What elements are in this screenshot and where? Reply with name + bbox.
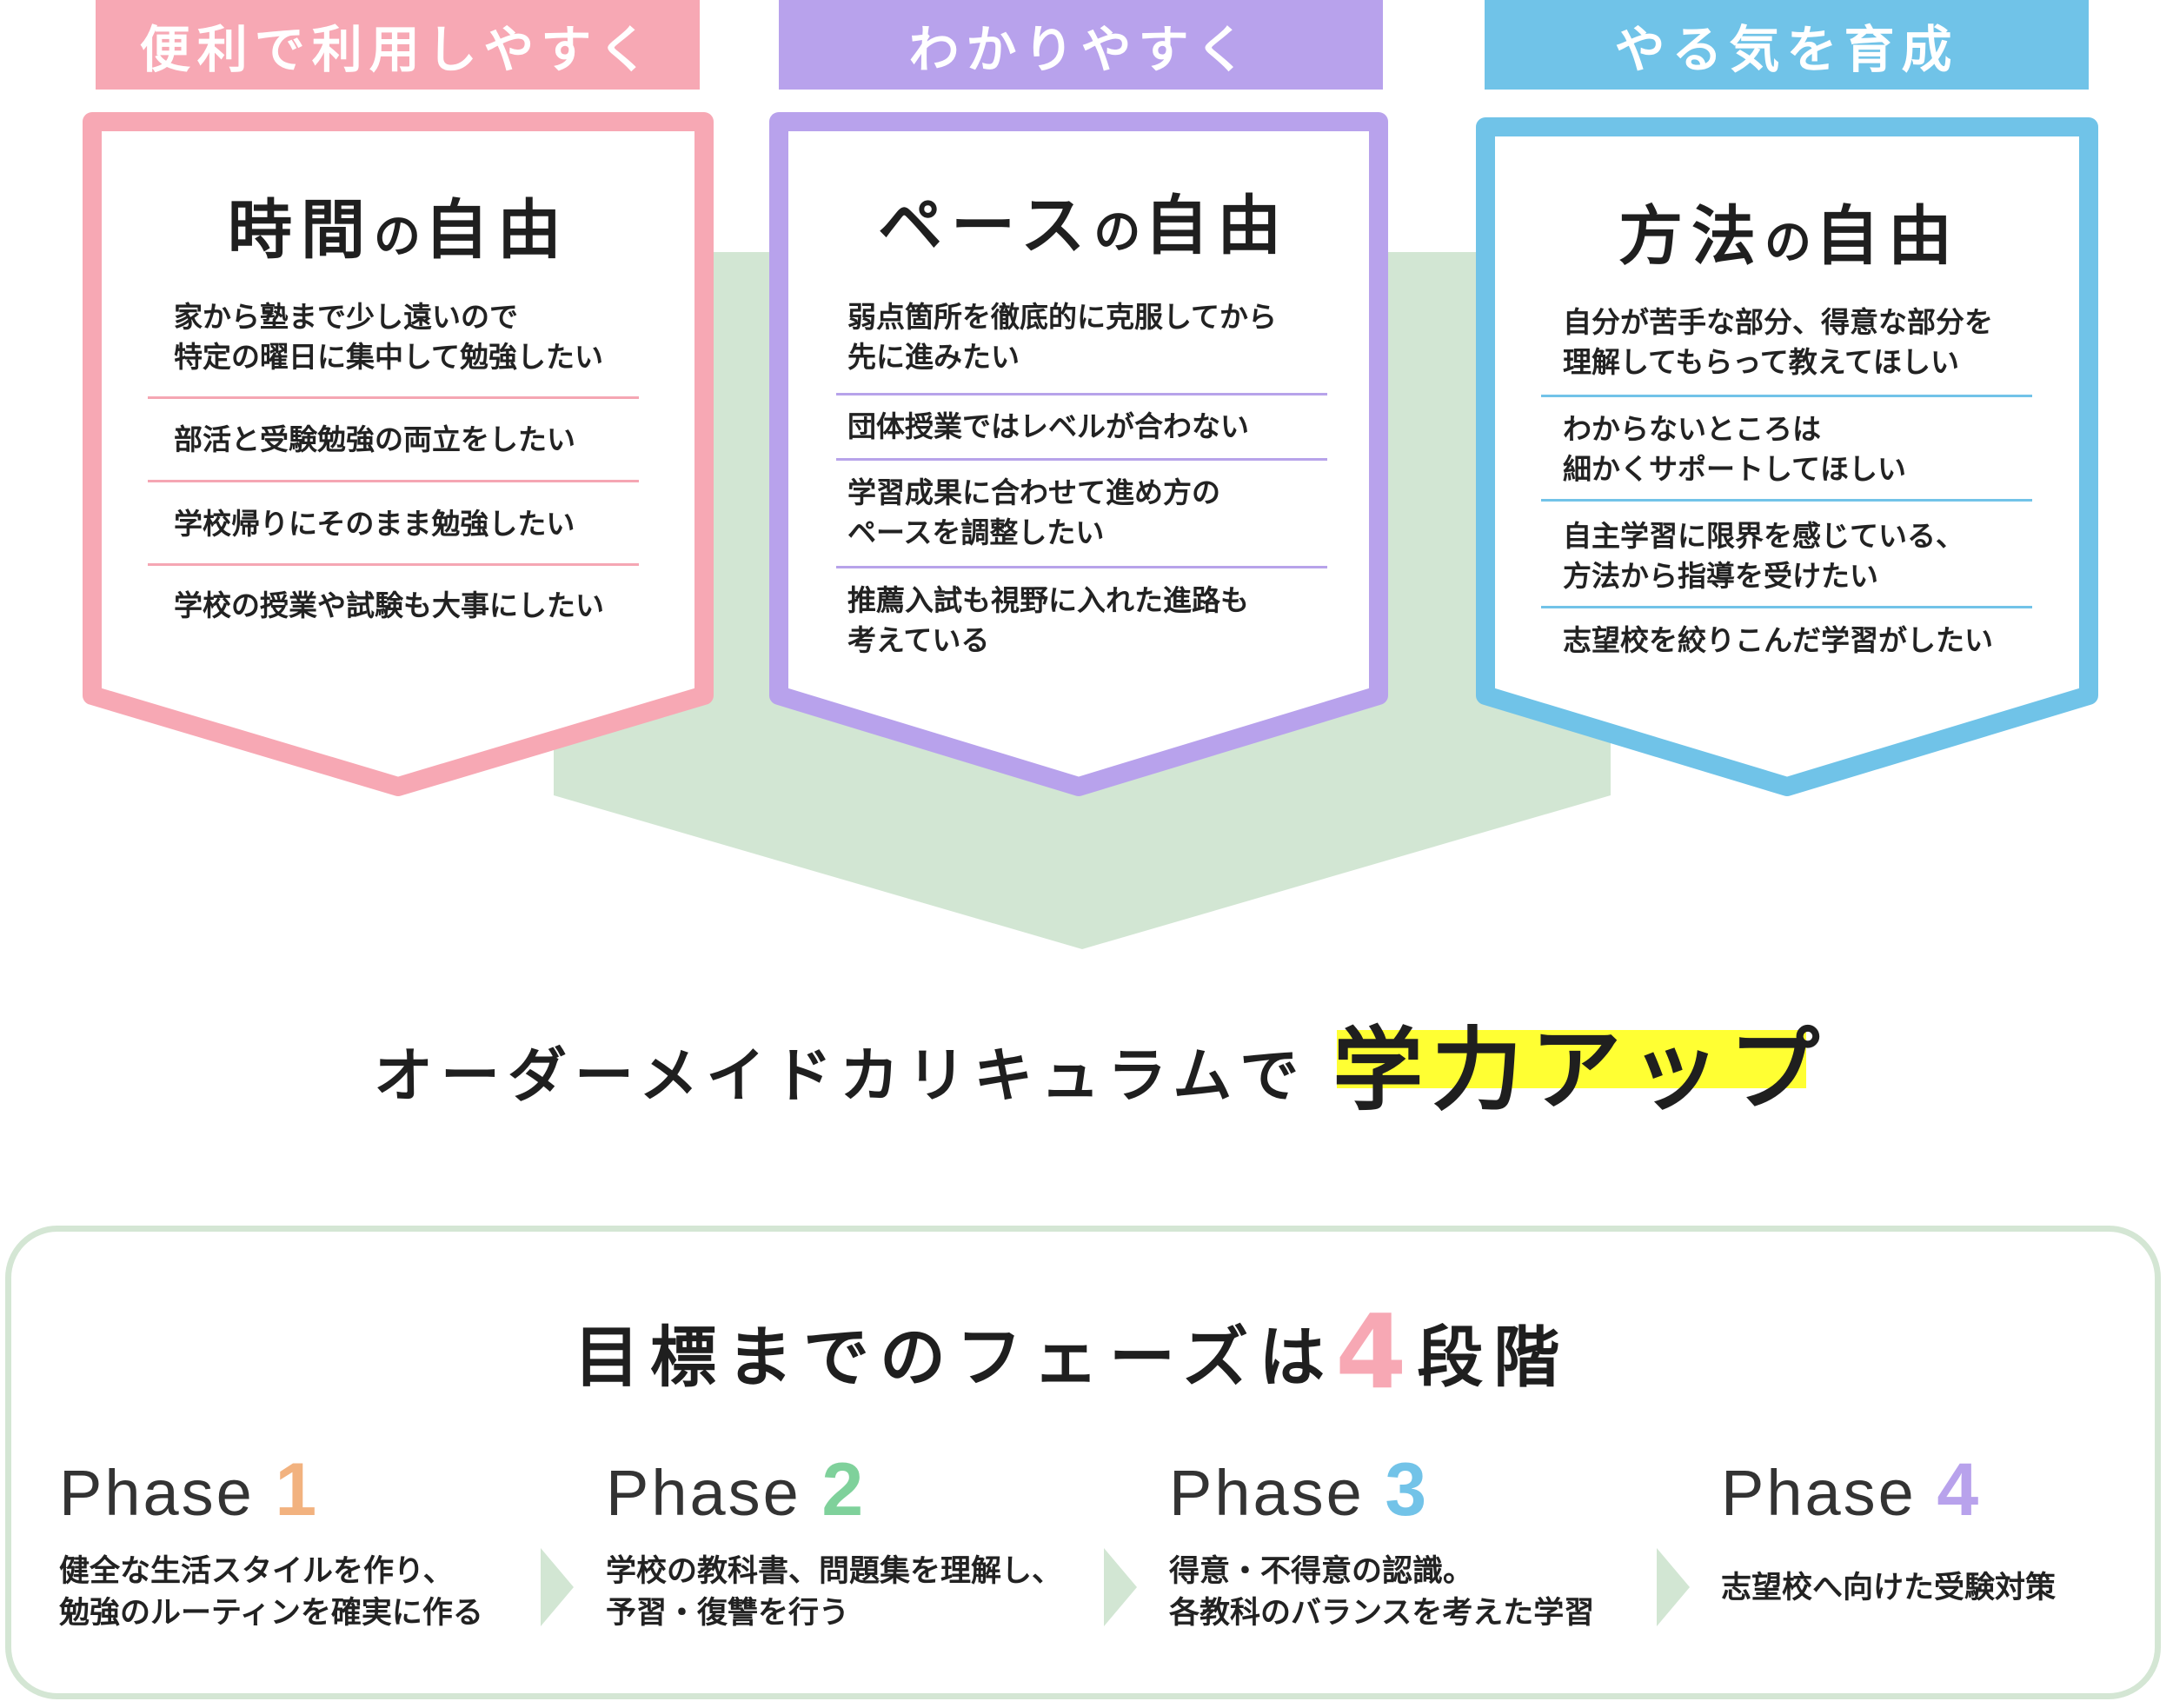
- phase-arrow-3: [1657, 1548, 1690, 1626]
- card-time-divider: [148, 480, 639, 482]
- card-time-item-1: 家から塾まで少し遠いので 特定の曜日に集中して勉強したい: [174, 300, 604, 374]
- phase-desc-3: 得意・不得意の認識。 各教科のバランスを考えた学習: [1169, 1554, 1595, 1631]
- card-title-method: 方法の自由: [1618, 199, 1961, 274]
- pink-card-shape: [83, 112, 714, 796]
- phase-label-3: Phase 3: [1169, 1448, 1430, 1532]
- headline-lead: オーダーメイドカリキュラムで: [374, 1042, 1307, 1111]
- card-method-divider: [1541, 499, 2032, 502]
- card-title-pace: ペースの自由: [878, 189, 1291, 263]
- phase-desc-1: 健全な生活スタイルを作り、 勉強のルーティンを確実に作る: [59, 1554, 483, 1631]
- phase-desc-2: 学校の教科書、問題集を理解し、 予習・復讐を行う: [606, 1554, 1063, 1631]
- card-pace-divider: [836, 458, 1327, 461]
- card-time-divider: [148, 563, 639, 566]
- card-pace-divider: [836, 393, 1327, 395]
- card-title-time: 時間の自由: [228, 193, 570, 268]
- purple-card-shape: [769, 112, 1388, 796]
- phase-arrow-2: [1104, 1548, 1137, 1626]
- card-pace-item-3: 学習成果に合わせて進め方の ペースを調整したい: [847, 475, 1220, 549]
- card-time-divider: [148, 396, 639, 399]
- card-method-item-3: 自主学習に限界を感じている、 方法から指導を受けたい: [1563, 519, 1964, 593]
- headline: オーダーメイドカリキュラムで学力アップ: [374, 991, 1829, 1123]
- card-pace-item-4: 推薦入試も視野に入れた進路も 考えている: [847, 583, 1249, 657]
- card-pace-divider: [836, 566, 1327, 568]
- blue-card-shape: [1476, 117, 2098, 796]
- phase-desc-4: 志望校へ向けた受験対策: [1721, 1571, 2057, 1605]
- phases-panel-title: 目標までのフェーズは4段階: [574, 1292, 1571, 1412]
- headline-strong: 学力アップ: [1332, 1017, 1829, 1123]
- phase-label-2: Phase 2: [606, 1448, 867, 1532]
- card-method-item-1: 自分が苦手な部分、得意な部分を 理解してもらって教えてほしい: [1563, 305, 1993, 379]
- card-pace-item-1: 弱点箇所を徹底的に克服してから 先に進みたい: [847, 300, 1278, 374]
- tab-motivation: やる気を育成: [1485, 0, 2089, 90]
- tab-convenient: 便利で利用しやすく: [96, 0, 700, 90]
- tab-understandable: わかりやすく: [779, 0, 1383, 90]
- phase-label-1: Phase 1: [59, 1448, 320, 1532]
- card-time-item-3: 学校帰りにそのまま勉強したい: [174, 507, 575, 541]
- card-method-item-2: わからないところは 細かくサポートしてほしい: [1563, 412, 1907, 486]
- headline-highlight: [1337, 1030, 1806, 1088]
- card-time-item-2: 部活と受験勉強の両立をしたい: [174, 422, 575, 456]
- phase-count: 4: [1335, 1292, 1418, 1412]
- card-pace-item-2: 団体授業ではレベルが合わない: [847, 409, 1249, 443]
- card-time-item-4: 学校の授業や試験も大事にしたい: [174, 588, 604, 622]
- phases-panel: [5, 1226, 2161, 1699]
- phase-label-4: Phase 4: [1721, 1448, 1982, 1532]
- card-method-divider: [1541, 606, 2032, 608]
- card-method-item-4: 志望校を絞りこんだ学習がしたい: [1563, 623, 1993, 657]
- phase-arrow-1: [541, 1548, 574, 1626]
- card-method-divider: [1541, 395, 2032, 397]
